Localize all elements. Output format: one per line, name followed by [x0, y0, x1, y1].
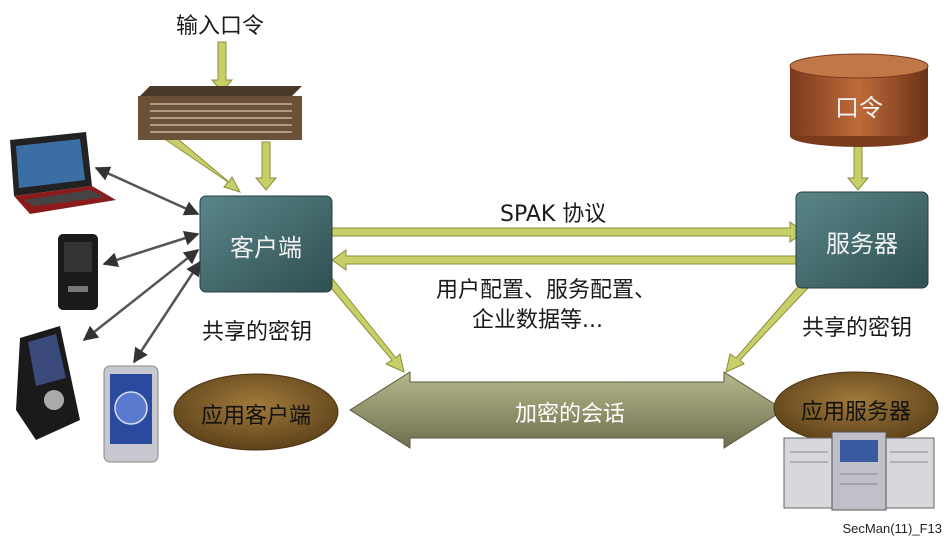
- shared-key-right-label: 共享的密钥: [802, 316, 913, 341]
- arrow-input-to-keypad: [210, 41, 234, 93]
- laptop-icon: [10, 132, 116, 214]
- client-label: 客户端: [230, 234, 302, 262]
- app-client-label: 应用客户端: [200, 404, 311, 429]
- config-label-line2: 企业数据等...: [472, 308, 603, 333]
- flip-phone-icon: [16, 326, 80, 440]
- arrow-config-return: [331, 249, 797, 271]
- client-box: [199, 195, 333, 293]
- mobile-phone-icon: [58, 234, 98, 310]
- arrow-client-to-session: [325, 277, 405, 373]
- spak-protocol-label: SPAK 协议: [500, 202, 607, 227]
- server-label: 服务器: [826, 230, 898, 258]
- arrow-keypad-to-client-2: [254, 141, 278, 191]
- app-client-ellipse: [173, 373, 339, 451]
- password-db-label: 口令: [835, 94, 883, 122]
- pda-icon: [103, 365, 159, 463]
- arrow-server-to-session: [725, 281, 809, 373]
- server-box: [795, 191, 929, 289]
- figure-id: SecMan(11)_F13: [842, 521, 942, 536]
- device-links: [82, 166, 202, 364]
- arrow-db-to-server: [846, 141, 870, 191]
- flow-arrows: [165, 41, 870, 373]
- input-password-label: 输入口令: [176, 14, 265, 39]
- arrow-keypad-to-client-1: [165, 133, 242, 193]
- keypad-device: [138, 86, 302, 140]
- server-rack-icon: [783, 431, 935, 511]
- shared-key-left-label: 共享的密钥: [202, 320, 313, 345]
- app-server-label: 应用服务器: [800, 400, 911, 425]
- encrypted-session-label: 加密的会话: [514, 402, 625, 427]
- password-database: [789, 53, 929, 147]
- config-label-line1: 用户配置、服务配置、: [436, 278, 657, 303]
